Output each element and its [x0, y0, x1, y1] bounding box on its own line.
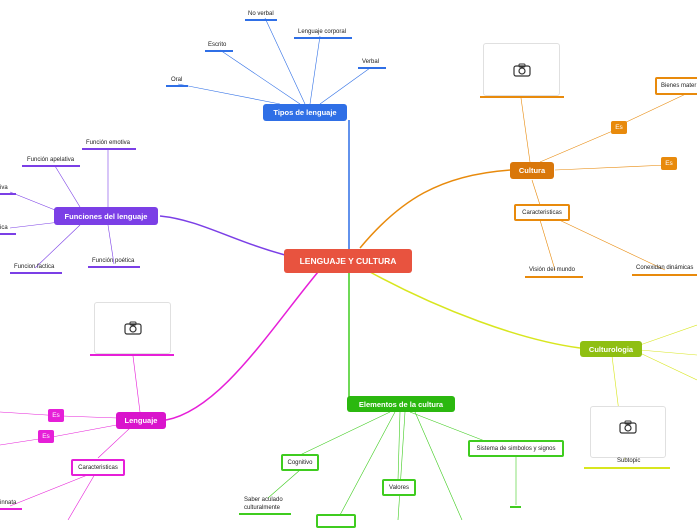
- underline: [0, 193, 16, 195]
- underline: [525, 276, 583, 278]
- camera-icon: [123, 321, 142, 335]
- underline: [584, 467, 670, 469]
- underline: [0, 233, 16, 235]
- underline: [10, 272, 62, 274]
- es-tag-label: Es: [52, 412, 60, 419]
- topic-tipos-de-lenguaje[interactable]: Tipos de lenguaje: [263, 104, 347, 121]
- subtopic-label: Valores: [389, 484, 409, 491]
- topic-label: Cultura: [518, 166, 546, 175]
- subtopic-oral[interactable]: Oral: [171, 77, 183, 83]
- subtopic-line: culturalmente: [244, 505, 281, 511]
- underline: [0, 508, 22, 510]
- subtopic-funcion-factica[interactable]: Funcion factica: [14, 264, 55, 270]
- subtopic-label: Caracteristicas: [78, 464, 118, 471]
- subtopic-innata[interactable]: innata: [0, 500, 17, 506]
- subtopic-caracteristicas[interactable]: Caracteristicas: [514, 204, 570, 221]
- topic-lenguaje[interactable]: Lenguaje: [116, 412, 166, 429]
- underline: [294, 37, 352, 39]
- es-tag-label: Es: [42, 433, 50, 440]
- underline: [239, 513, 291, 515]
- subtopic-saber-aculado[interactable]: Saber aculado culturalmente: [244, 496, 283, 512]
- underline: [166, 85, 188, 87]
- es-tag[interactable]: Es: [48, 409, 64, 422]
- underline: [632, 274, 697, 276]
- lenguaje-image-card[interactable]: [94, 302, 171, 354]
- topic-label: Lenguaje: [124, 416, 158, 425]
- topic-cultura[interactable]: Cultura: [510, 162, 554, 179]
- subtopic-funcion-apelativa[interactable]: Función apelativa: [27, 157, 75, 163]
- underline: [90, 354, 174, 356]
- subtopic-verbal[interactable]: Verbal: [362, 59, 380, 65]
- subtopic-caracteristicas[interactable]: Caracteristicas: [71, 459, 125, 476]
- subtopic-escrito[interactable]: Escrito: [208, 42, 227, 48]
- subtopic-sistema-de-simbolos[interactable]: Sistema de simbolos y signos: [468, 440, 564, 457]
- cultura-image-card[interactable]: [483, 43, 560, 96]
- camera-icon: [512, 63, 531, 77]
- culturologia-image-card[interactable]: Subtopic: [590, 406, 666, 464]
- subtopic-label: Cognitivo: [287, 459, 313, 466]
- es-tag[interactable]: Es: [611, 121, 627, 134]
- underline: [82, 148, 136, 150]
- topic-label: Elementos de la cultura: [358, 399, 444, 409]
- subtopic-truncated-iva[interactable]: iva: [0, 185, 8, 191]
- topic-elementos-de-la-cultura[interactable]: Elementos de la cultura: [347, 396, 455, 412]
- underline: [510, 506, 521, 508]
- underline: [245, 19, 277, 21]
- underline: [22, 165, 80, 167]
- subtopic-line: Saber aculado: [244, 497, 283, 503]
- subtopic-bienes-materiales[interactable]: Bienes mater: [655, 77, 697, 95]
- topic-culturologia[interactable]: Culturologia: [580, 341, 642, 357]
- subtopic-no-verbal[interactable]: No verbal: [248, 11, 274, 17]
- subtopic-valores[interactable]: Valores: [382, 479, 416, 496]
- es-tag-label: Es: [665, 160, 673, 167]
- subtopic-label: Bienes mater: [661, 83, 697, 89]
- central-topic[interactable]: LENGUAJE Y CULTURA: [284, 249, 412, 273]
- es-tag[interactable]: Es: [38, 430, 54, 443]
- subtopic-label: Subtopic: [617, 458, 641, 464]
- underline: [205, 50, 233, 52]
- subtopic-vision-del-mundo[interactable]: Visión del mundo: [529, 267, 575, 273]
- subtopic-cognitivo[interactable]: Cognitivo: [281, 454, 319, 471]
- topic-label: Tipos de lenguaje: [273, 108, 337, 117]
- subtopic-conexidan-dinamicas[interactable]: Conexidan dinámicas: [636, 265, 694, 271]
- es-tag-label: Es: [615, 124, 623, 131]
- camera-icon: [619, 420, 637, 434]
- subtopic-funcion-poetica[interactable]: Función poética: [92, 258, 135, 264]
- subtopic-label: Sistema de simbolos y signos: [476, 445, 556, 452]
- subtopic-lenguaje-corporal[interactable]: Lenguaje corporal: [298, 29, 347, 35]
- topic-label: Culturologia: [588, 344, 634, 354]
- topic-label: Funciones del lenguaje: [64, 211, 148, 221]
- topic-funciones-del-lenguaje[interactable]: Funciones del lenguaje: [54, 207, 158, 225]
- subtopic-partial[interactable]: [316, 514, 356, 528]
- subtopic-label: Caracteristicas: [522, 209, 562, 216]
- underline: [88, 266, 140, 268]
- underline: [480, 96, 564, 98]
- central-topic-label: LENGUAJE Y CULTURA: [299, 256, 397, 266]
- es-tag[interactable]: Es: [661, 157, 677, 170]
- subtopic-truncated-ica[interactable]: ica: [0, 225, 8, 231]
- underline: [358, 67, 386, 69]
- subtopic-funcion-emotiva[interactable]: Función emotiva: [86, 140, 131, 146]
